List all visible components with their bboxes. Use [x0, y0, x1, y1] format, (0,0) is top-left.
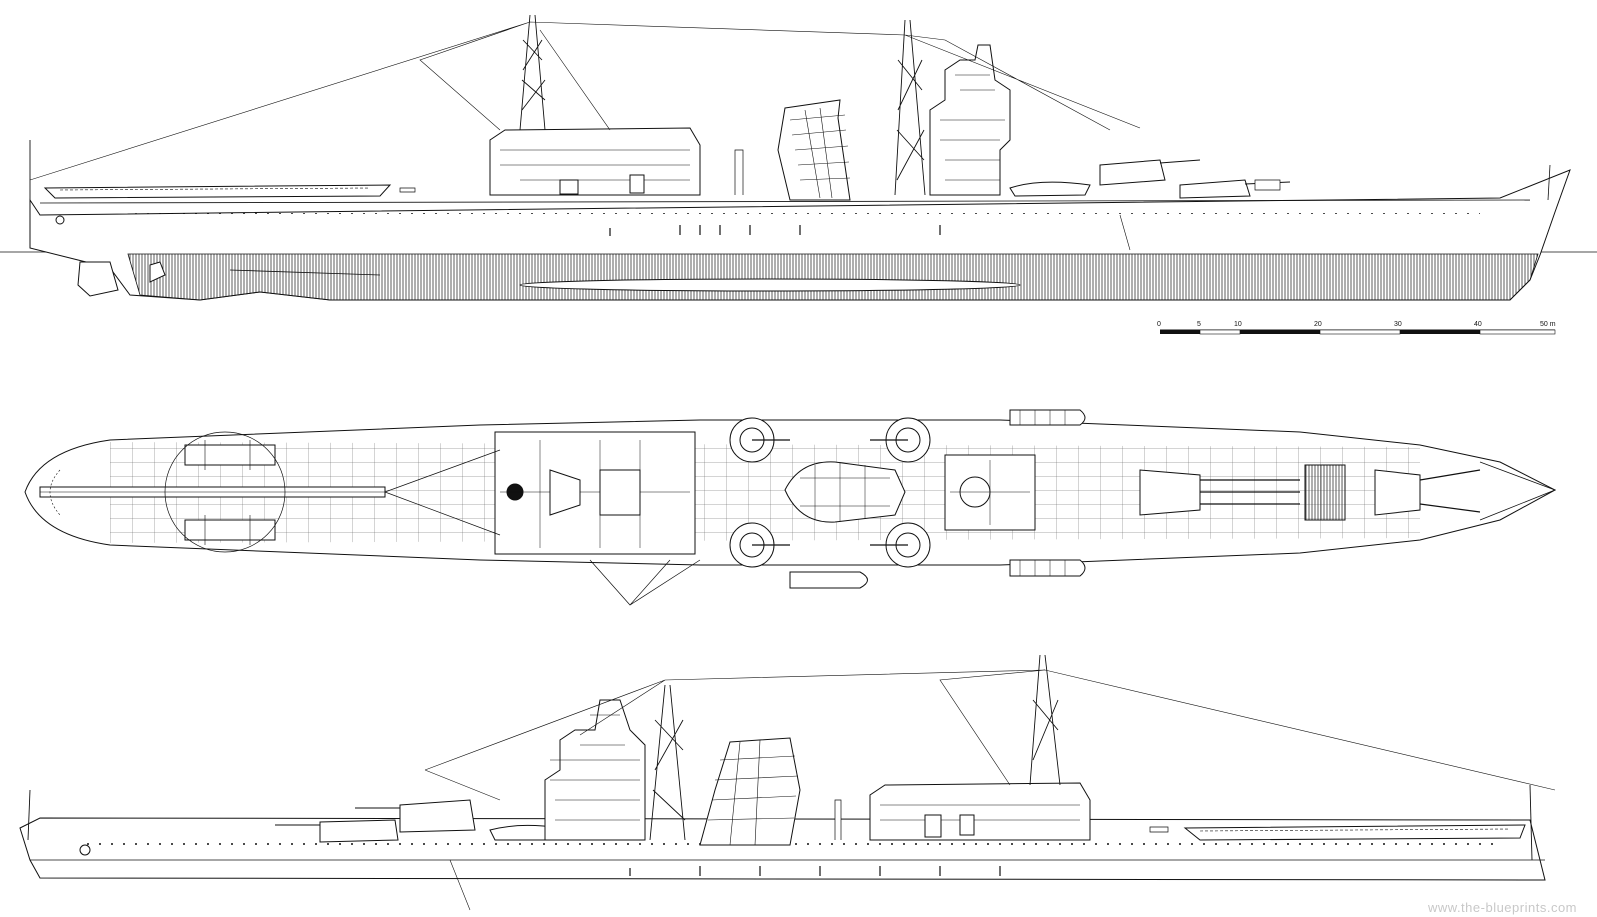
funnel-bottom	[699, 737, 801, 846]
rudder-top	[77, 261, 119, 297]
scale-bar: 0 5 10 20 30 40 50 m	[1157, 321, 1556, 335]
forward-turret-1-plan	[1139, 469, 1201, 516]
bridge-tower-bottom	[544, 699, 646, 841]
main-mast-top	[894, 19, 926, 196]
aft-superstructure-top	[489, 127, 701, 196]
scale-label-40: 40	[1474, 321, 1482, 328]
aircraft-starboard-plan	[184, 519, 276, 541]
watermark-text: www.the-blueprints.com	[1427, 900, 1577, 915]
aft-mast-top	[519, 14, 546, 131]
scale-label-10: 10	[1234, 321, 1242, 328]
boat-starboard-forward-plan	[1009, 559, 1086, 577]
aft-superstructure-plan	[494, 431, 696, 555]
boat-midship-plan	[789, 571, 868, 589]
scale-label-30: 30	[1394, 321, 1402, 328]
scale-label-50m: 50 m	[1540, 321, 1556, 328]
underwater-hull-top	[127, 253, 1539, 301]
aircraft-port-plan	[184, 444, 276, 466]
bilge-keel-top	[519, 278, 1021, 292]
scale-label-0: 0	[1157, 321, 1161, 328]
main-mast-bottom	[649, 684, 686, 841]
aft-hangar-deck-top	[43, 184, 392, 199]
anchor-bottom	[79, 844, 91, 856]
forward-turret-2-bottom	[399, 799, 476, 833]
ship-boat-top	[1009, 181, 1091, 197]
funnel-plan	[784, 461, 906, 523]
forward-turret-2-plan	[1374, 469, 1421, 516]
forward-turret-2-top	[1179, 179, 1251, 199]
forward-turret-1-top	[1099, 159, 1166, 186]
aft-mast-bottom	[1029, 654, 1061, 786]
aft-superstructure-bottom	[869, 782, 1091, 841]
plan-view-deck	[24, 409, 1557, 606]
rigging-bottom	[424, 669, 1556, 911]
rigging-top	[29, 21, 1141, 251]
catapult-turntable-plan	[164, 431, 286, 553]
forward-turret-1-bottom	[319, 819, 399, 843]
forecastle-grating-plan	[1304, 464, 1346, 521]
boat-port-forward-plan	[1009, 409, 1086, 426]
scale-label-20: 20	[1314, 321, 1322, 328]
aft-hangar-deck-bottom	[1183, 824, 1526, 841]
anchor-top	[55, 215, 65, 225]
funnel-top	[777, 99, 851, 201]
propeller-top	[149, 261, 166, 283]
scale-label-5: 5	[1197, 321, 1201, 328]
aa-gun-mounts-plan	[729, 417, 931, 568]
side-profile-port	[19, 654, 1556, 911]
side-profile-starboard	[0, 14, 1597, 301]
